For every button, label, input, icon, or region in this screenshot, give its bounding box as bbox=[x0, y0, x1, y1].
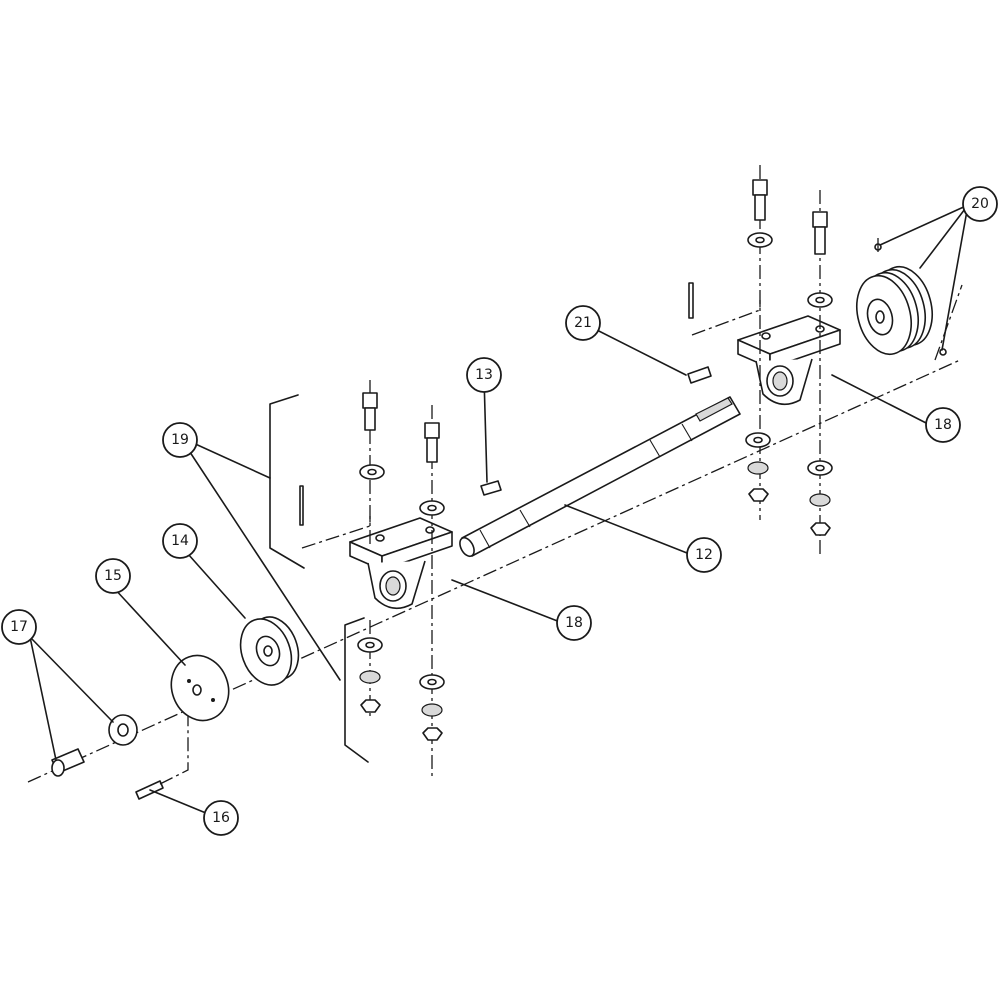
svg-text:18: 18 bbox=[934, 417, 952, 433]
bolt-left-block-1 bbox=[359, 380, 385, 545]
callout-14: 14 bbox=[162, 523, 198, 559]
callout-21: 21 bbox=[565, 305, 601, 341]
callout-13: 13 bbox=[466, 357, 502, 393]
part-13-key bbox=[480, 480, 502, 496]
svg-text:20: 20 bbox=[971, 196, 989, 212]
part-15-disc bbox=[170, 654, 230, 722]
callout-18-left: 18 bbox=[556, 605, 592, 641]
part-17-bolt bbox=[51, 748, 85, 777]
bolt-right-block-2 bbox=[807, 190, 833, 555]
svg-text:21: 21 bbox=[574, 315, 592, 331]
part-19-frame bbox=[269, 394, 371, 763]
svg-text:13: 13 bbox=[475, 367, 493, 383]
part-12-shaft bbox=[459, 396, 741, 558]
svg-text:18: 18 bbox=[565, 615, 583, 631]
callout-17: 17 bbox=[1, 609, 37, 645]
callout-12: 12 bbox=[686, 537, 722, 573]
callout-16: 16 bbox=[203, 800, 239, 836]
svg-text:16: 16 bbox=[212, 810, 230, 826]
part-21-key bbox=[687, 366, 712, 384]
leader-lines bbox=[29, 204, 969, 819]
bolt-right-block-1 bbox=[745, 165, 773, 520]
svg-text:14: 14 bbox=[171, 533, 189, 549]
svg-text:12: 12 bbox=[695, 547, 713, 563]
right-block-pin bbox=[688, 282, 761, 336]
svg-text:19: 19 bbox=[171, 432, 189, 448]
part-17-washer bbox=[108, 714, 138, 746]
part-16-pin bbox=[135, 700, 189, 800]
part-20-pulley bbox=[856, 265, 933, 356]
nuts-left-block-1 bbox=[357, 620, 383, 720]
bolt-left-block-2 bbox=[419, 405, 445, 780]
part-18-bearing-block-right bbox=[737, 315, 841, 406]
callout-19: 19 bbox=[162, 422, 198, 458]
svg-text:15: 15 bbox=[104, 568, 122, 584]
callout-18-right: 18 bbox=[925, 407, 961, 443]
svg-text:17: 17 bbox=[10, 619, 28, 635]
callout-15: 15 bbox=[95, 558, 131, 594]
callout-20: 20 bbox=[962, 186, 998, 222]
part-18-bearing-block-left bbox=[349, 517, 453, 610]
part-14-flange bbox=[239, 616, 300, 686]
